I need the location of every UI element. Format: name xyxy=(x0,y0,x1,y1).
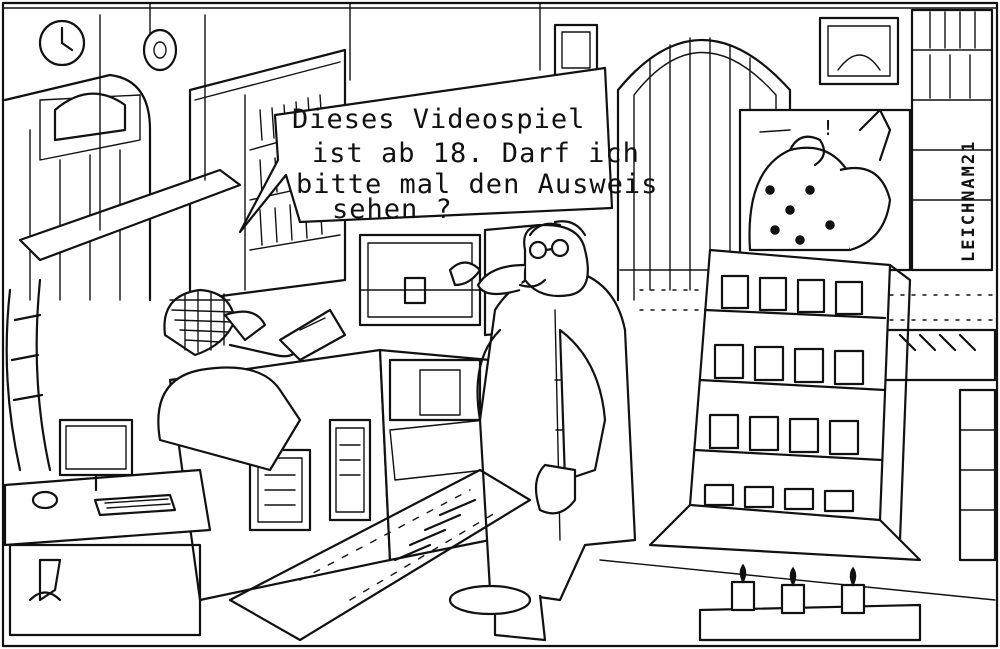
background-people: ! xyxy=(738,108,912,272)
artist-signature: LEICHNAM21 xyxy=(959,140,979,262)
left-wall-structure xyxy=(3,14,242,302)
exclamation-text: ! xyxy=(822,116,835,140)
signature-text: LEICHNAM21 xyxy=(959,140,979,262)
svg-text:Dieses Videospiel ist ab: Dieses Videospiel ist ab 18. Darf ich bi… xyxy=(292,104,676,225)
display-rack xyxy=(648,248,922,562)
candles xyxy=(698,563,922,642)
speech-bubble: Dieses Videospiel ist ab 18. Darf ich bi… xyxy=(238,66,676,234)
floor-rug xyxy=(228,468,996,642)
wall-disc-icon xyxy=(142,28,178,72)
candle-icon xyxy=(840,583,866,615)
wall-clock-icon xyxy=(38,19,86,67)
desk-area xyxy=(3,418,212,637)
mouse-icon xyxy=(31,490,59,510)
monitor-icon xyxy=(58,418,134,477)
right-low-shelf xyxy=(878,328,997,562)
back-wall xyxy=(2,2,998,272)
game-case-icon xyxy=(278,308,347,362)
candle-icon xyxy=(730,580,756,612)
arched-doorway xyxy=(616,37,792,302)
cashier-figure xyxy=(157,288,347,472)
candle-icon xyxy=(780,583,806,615)
speech-line-4: sehen ? xyxy=(332,194,453,225)
speech-line-3: bitte mal den Ausweis xyxy=(296,169,658,200)
speech-line-1: Dieses Videospiel xyxy=(292,104,585,135)
wall-picture xyxy=(553,16,900,86)
left-chair xyxy=(5,278,52,472)
customer-figure xyxy=(448,220,637,642)
speech-line-2: ist ab 18. Darf ich xyxy=(312,138,640,169)
